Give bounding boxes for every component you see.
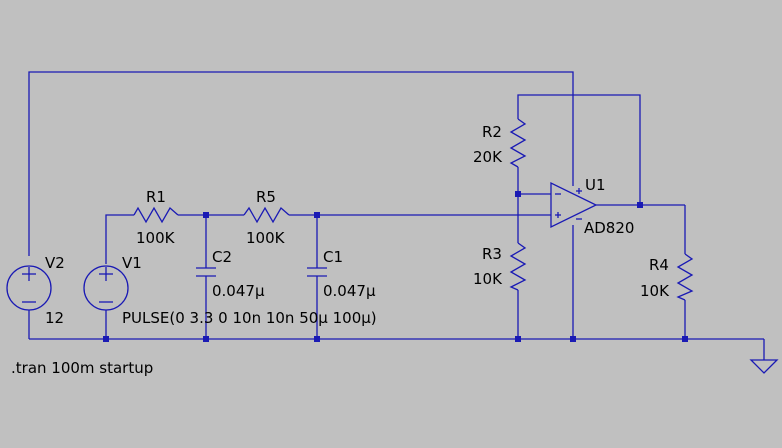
r3-name-label: R3 [482,245,502,263]
r4-value-label: 10K [640,282,670,300]
r3-value-label: 10K [473,270,503,288]
spice-directive[interactable]: .tran 100m startup [11,359,153,377]
junction-dot [515,336,521,342]
voltage-source-v1[interactable] [83,265,129,311]
resistor-r5[interactable] [243,206,290,224]
junction-dot [203,336,209,342]
junction-dot [515,191,521,197]
junction-dot [203,212,209,218]
r2-name-label: R2 [482,123,502,141]
junction-dot [637,202,643,208]
resistor-r1[interactable] [133,206,179,224]
junction-dot [314,212,320,218]
junctions [103,191,688,342]
junction-dot [682,336,688,342]
r4-name-label: R4 [649,256,669,274]
c2-value-label: 0.047µ [212,282,265,300]
c1-name-label: C1 [323,248,343,266]
junction-dot [570,336,576,342]
v2-value-label: 12 [45,309,64,327]
capacitor-c1[interactable] [307,267,327,277]
v1-name-label: V1 [122,254,142,272]
c1-value-label: 0.047µ [323,282,376,300]
r1-name-label: R1 [146,188,166,206]
u1-name-label: U1 [585,176,606,194]
resistor-r3[interactable] [509,242,527,291]
v2-name-label: V2 [45,254,65,272]
ground-icon [749,359,779,374]
resistor-r4[interactable] [676,253,694,301]
capacitor-c2[interactable] [196,267,216,277]
resistor-r2[interactable] [509,118,527,168]
wires [28,71,765,360]
junction-dot [103,336,109,342]
v1-value-label: PULSE(0 3.3 0 10n 10n 50µ 100µ) [122,309,377,327]
r5-value-label: 100K [246,229,286,247]
opamp-u1[interactable] [550,181,598,229]
r2-value-label: 20K [473,148,503,166]
c2-name-label: C2 [212,248,232,266]
voltage-source-v2[interactable] [6,265,52,311]
r5-name-label: R5 [256,188,276,206]
u1-value-label: AD820 [584,219,634,237]
junction-dot [314,336,320,342]
r1-value-label: 100K [136,229,176,247]
